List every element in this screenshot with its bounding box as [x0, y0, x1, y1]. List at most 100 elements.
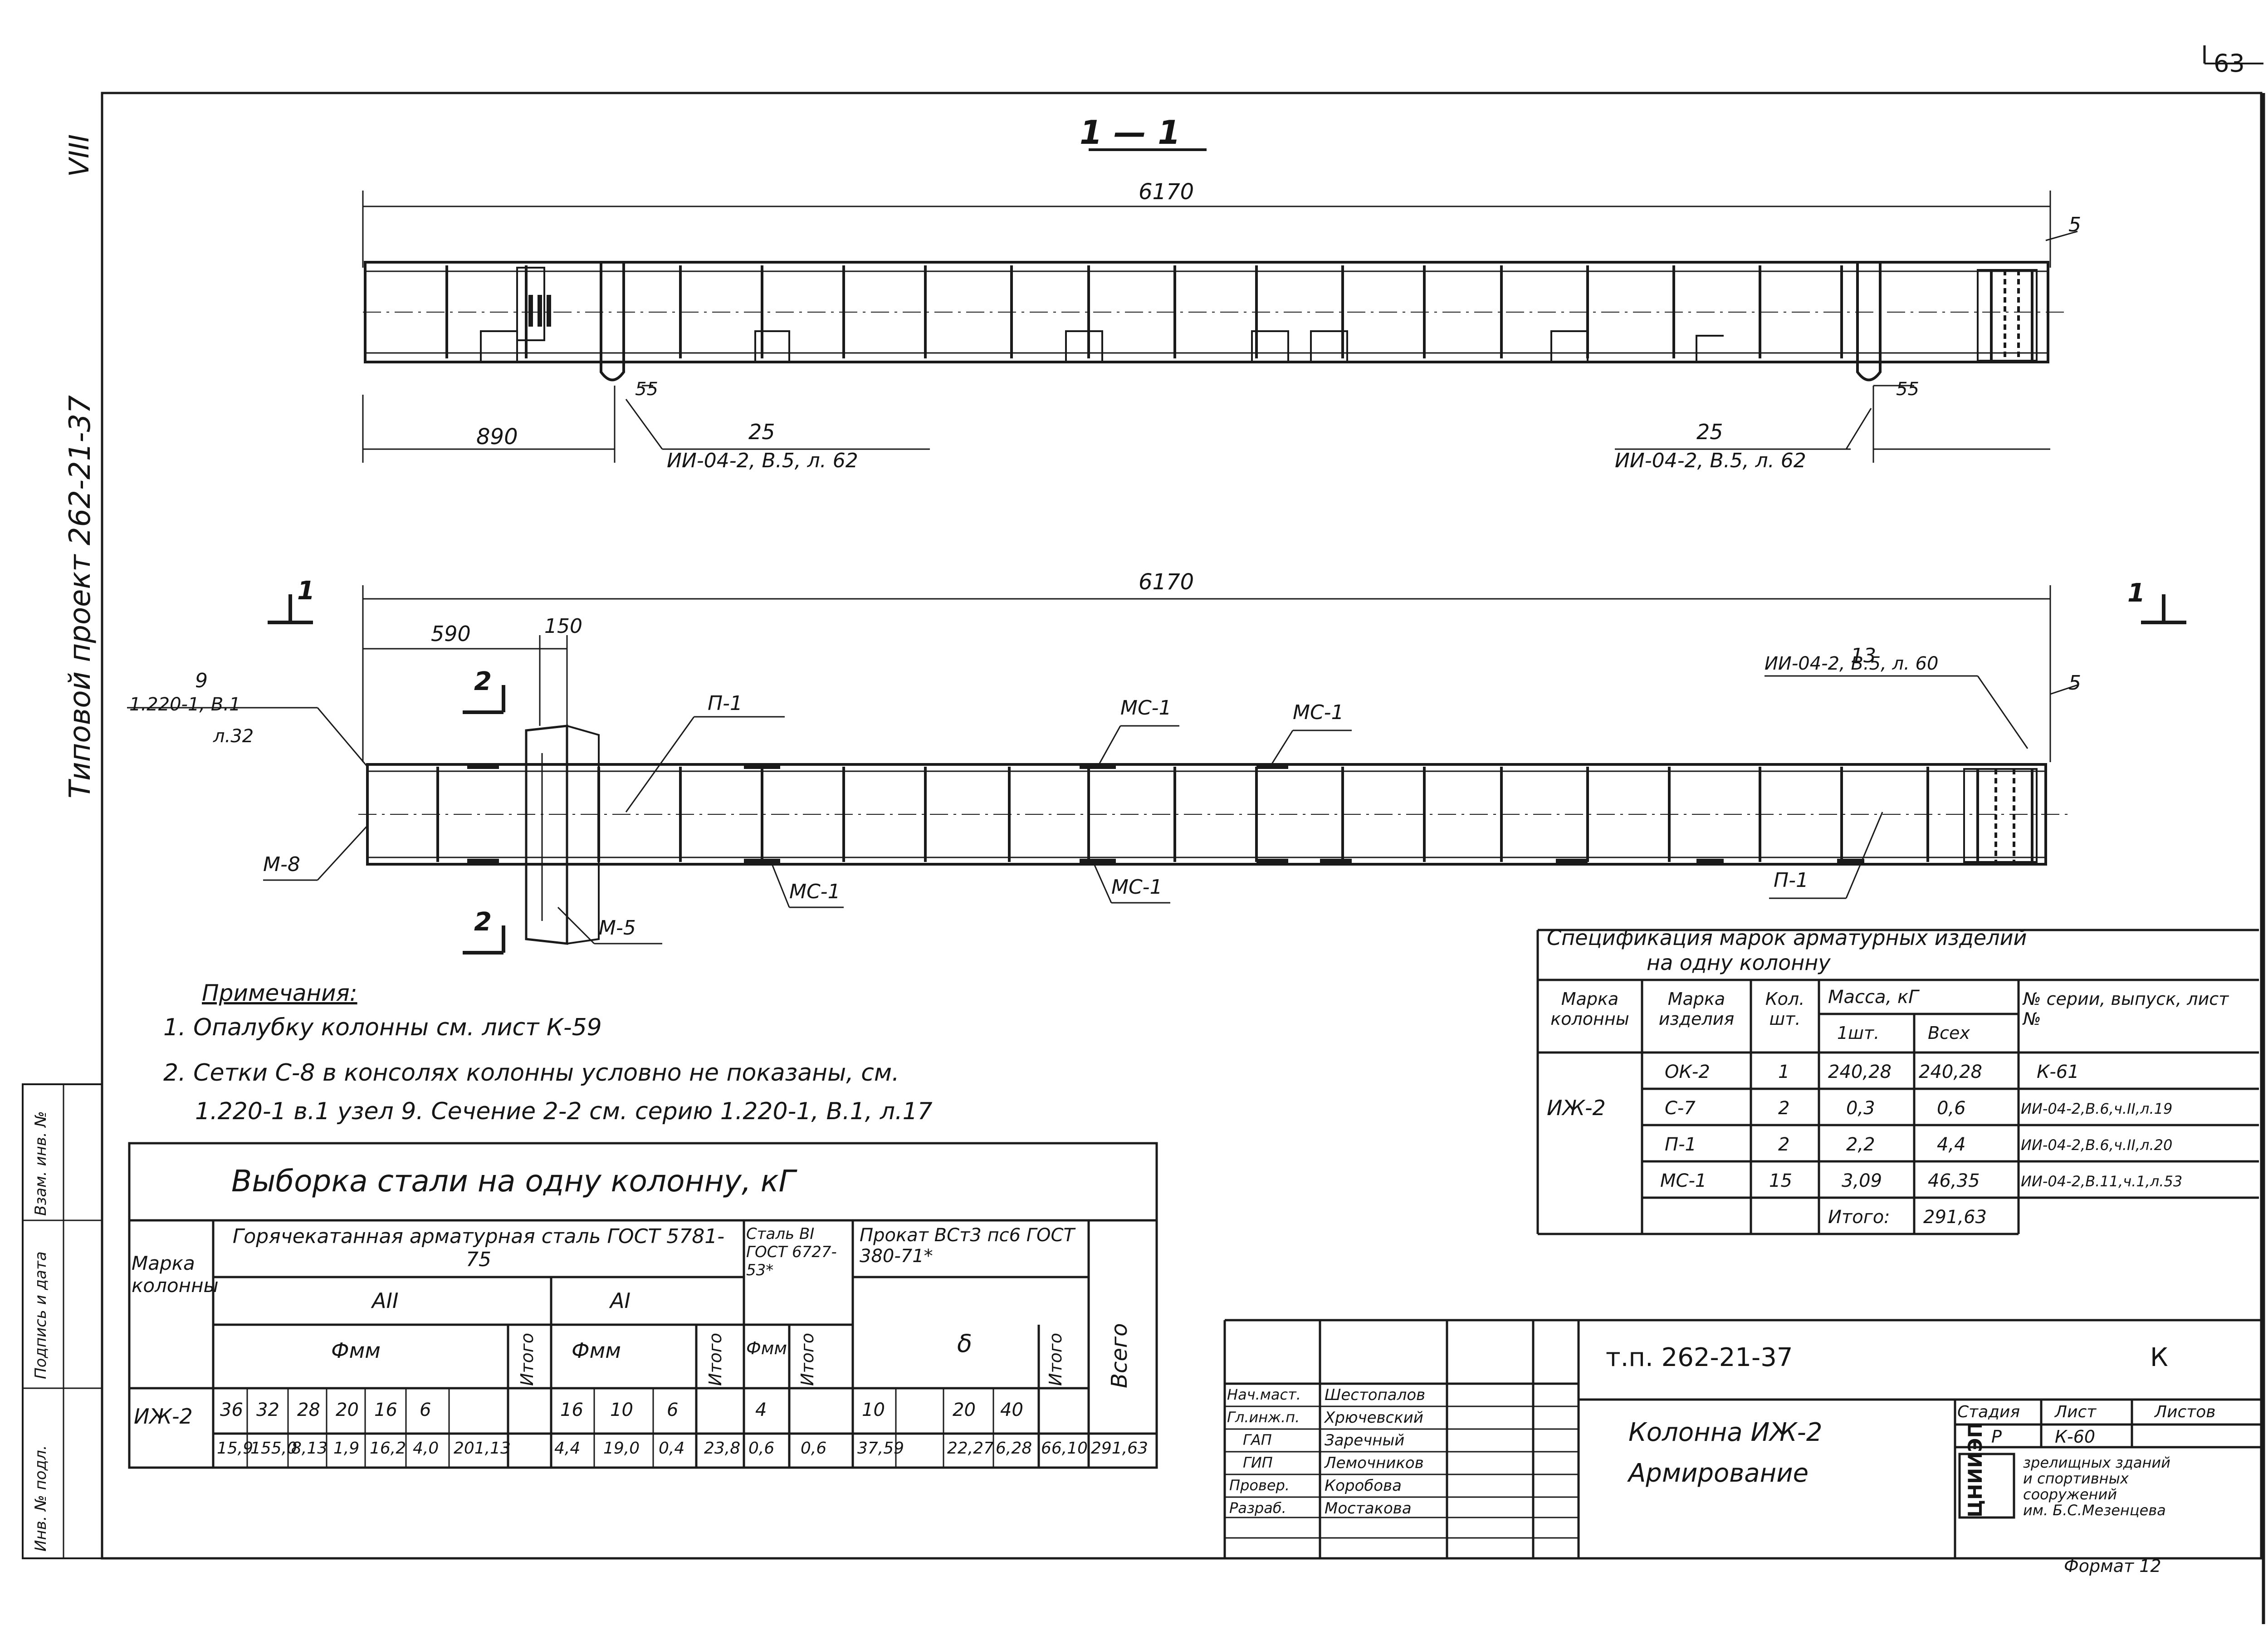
section-title: 1 — 1	[1080, 113, 1181, 152]
page-number: 63	[2214, 49, 2245, 78]
steel-dia: 36	[220, 1400, 243, 1420]
cut-mark-2-top: 2	[474, 667, 492, 696]
org-name-3: сооружений	[2023, 1486, 2117, 1503]
drawing-title-2: Армирование	[1628, 1459, 1809, 1488]
steel-dia: 6	[420, 1400, 431, 1420]
steel-value: 16,2	[370, 1439, 406, 1458]
callout-9-ref2: л.32	[213, 726, 254, 747]
format-label: Формат 12	[2064, 1556, 2161, 1576]
stamp-inv-orig: Инв. № подл.	[32, 1445, 50, 1552]
steel-dia: 28	[297, 1400, 320, 1420]
label-p1-bottom: П-1	[1774, 869, 1809, 892]
label-p1-top: П-1	[708, 692, 743, 715]
org-name-2: и спортивных	[2023, 1470, 2129, 1487]
spec-row-series: К-61	[2037, 1062, 2079, 1082]
dim-55-right: 55	[1896, 379, 1919, 400]
callout-25-right-ref: ИИ-04-2, В.5, л. 62	[1615, 449, 1806, 472]
spec-total-label: Итого:	[1828, 1207, 1890, 1228]
spec-row-m1: 240,28	[1828, 1062, 1892, 1082]
spec-row-item: П-1	[1665, 1134, 1696, 1155]
spec-row-mall: 0,6	[1937, 1098, 1966, 1119]
tb-role: Провер.	[1229, 1477, 1290, 1494]
spec-row-m1: 2,2	[1846, 1134, 1875, 1155]
steel-col-mark: Марка колонны	[132, 1252, 219, 1297]
steel-col-total: Всего	[1107, 1323, 1132, 1388]
spec-total-value: 291,63	[1923, 1207, 1987, 1228]
steel-dia: 10	[610, 1400, 633, 1420]
note-1: 1. Опалубку колонны см. лист К-59	[163, 1014, 602, 1041]
steel-itogo-ai: Итого	[705, 1332, 725, 1386]
label-mc1-d: МС-1	[1111, 876, 1163, 899]
steel-group-prokat: Прокат ВСт3 пс6 ГОСТ 380-71*	[860, 1225, 1075, 1267]
steel-phi-2: Фмм	[572, 1338, 621, 1363]
stamp-signature-date: Подпись и дата	[32, 1251, 50, 1379]
org-name-4: им. Б.С.Мезенцева	[2023, 1502, 2166, 1519]
spec-header-mark: Марка колонны	[1550, 989, 1629, 1029]
steel-mark-value: ИЖ-2	[134, 1404, 193, 1429]
tb-name: Лемочников	[1325, 1454, 1424, 1472]
steel-dia: 6	[667, 1400, 679, 1420]
steel-value: 0,6	[748, 1439, 775, 1458]
dim-890: 890	[476, 424, 518, 450]
dim-6170-top: 6170	[1139, 179, 1194, 205]
steel-delta: δ	[957, 1329, 973, 1358]
spec-column-mark: ИЖ-2	[1547, 1096, 1606, 1120]
steel-value: 19,0	[603, 1439, 640, 1458]
project-label: Типовой проект 262-21-37	[64, 395, 97, 798]
dim-6170-plan: 6170	[1139, 569, 1194, 595]
dim-5-plan: 5	[2068, 671, 2081, 695]
spec-row-mall: 240,28	[1919, 1062, 1982, 1082]
steel-value: 0,6	[801, 1439, 827, 1458]
spec-header-series: № серии, выпуск, лист №	[2023, 989, 2229, 1029]
spec-header-item: Марка изделия	[1658, 989, 1735, 1029]
album-label: Альбом	[0, 130, 5, 236]
note-2: 2. Сетки С-8 в консолях колонны условно …	[163, 1059, 899, 1087]
section-1-1-drawing	[362, 148, 2078, 463]
label-mc1-a: МС-1	[1120, 696, 1172, 720]
steel-value: 0,4	[659, 1439, 685, 1458]
steel-value: 8,13	[291, 1439, 328, 1458]
album-number: VIII	[64, 134, 95, 177]
cut-mark-1-right: 1	[2127, 578, 2145, 608]
org-logo-box	[1958, 1453, 2015, 1519]
doc-number: т.п. 262-21-37	[1606, 1343, 1793, 1372]
spec-row-qty: 1	[1778, 1062, 1790, 1082]
steel-dia: 4	[755, 1400, 767, 1420]
spec-row-item: С-7	[1665, 1098, 1696, 1119]
steel-dia: 16	[374, 1400, 397, 1420]
steel-itogo-bi: Итого	[797, 1332, 817, 1386]
spec-header-mass-all: Всех	[1928, 1023, 1970, 1043]
tb-stage-value: Р	[1991, 1427, 2002, 1447]
steel-dia: 20	[953, 1400, 976, 1420]
tb-stage-label: Стадия	[1957, 1403, 2020, 1421]
tb-name: Мостакова	[1325, 1499, 1412, 1518]
tb-role: Нач.маст.	[1227, 1386, 1301, 1403]
tb-sheet-value: К-60	[2055, 1427, 2096, 1447]
spec-row-item: МС-1	[1660, 1170, 1707, 1191]
spec-table-grid	[1536, 929, 2259, 1235]
label-mc1-b: МС-1	[1293, 701, 1344, 724]
steel-itogo-aii: Итого	[517, 1332, 537, 1386]
steel-dia: 10	[862, 1400, 885, 1420]
side-stamp	[22, 1083, 103, 1559]
steel-itogo-prokat: Итого	[1046, 1332, 1066, 1386]
spec-row-series: ИИ-04-2,В.11,ч.1,л.53	[2021, 1173, 2183, 1190]
tb-sheet-label: Лист	[2055, 1403, 2097, 1421]
steel-table-grid	[128, 1142, 1158, 1469]
tb-role: Разраб.	[1229, 1499, 1286, 1517]
label-mc1-c: МС-1	[789, 880, 841, 903]
label-m5: М-5	[599, 916, 636, 940]
tb-role: ГАП	[1243, 1431, 1272, 1449]
steel-group-hot: Горячекатанная арматурная сталь ГОСТ 578…	[232, 1225, 725, 1271]
album-label-text: Альбом	[0, 130, 5, 236]
drawing-title-1: Колонна ИЖ-2	[1628, 1418, 1823, 1447]
callout-9-ref1: 1.220-1, В.1	[129, 694, 241, 715]
steel-class-ai: АI	[610, 1288, 631, 1313]
tb-name: Заречный	[1325, 1431, 1405, 1449]
spec-row-m1: 3,09	[1842, 1170, 1882, 1191]
doc-letter: К	[2150, 1343, 2168, 1372]
dim-5-top: 5	[2068, 213, 2081, 236]
tb-name: Шестопалов	[1325, 1386, 1426, 1404]
steel-value: 66,10	[1041, 1439, 1088, 1458]
